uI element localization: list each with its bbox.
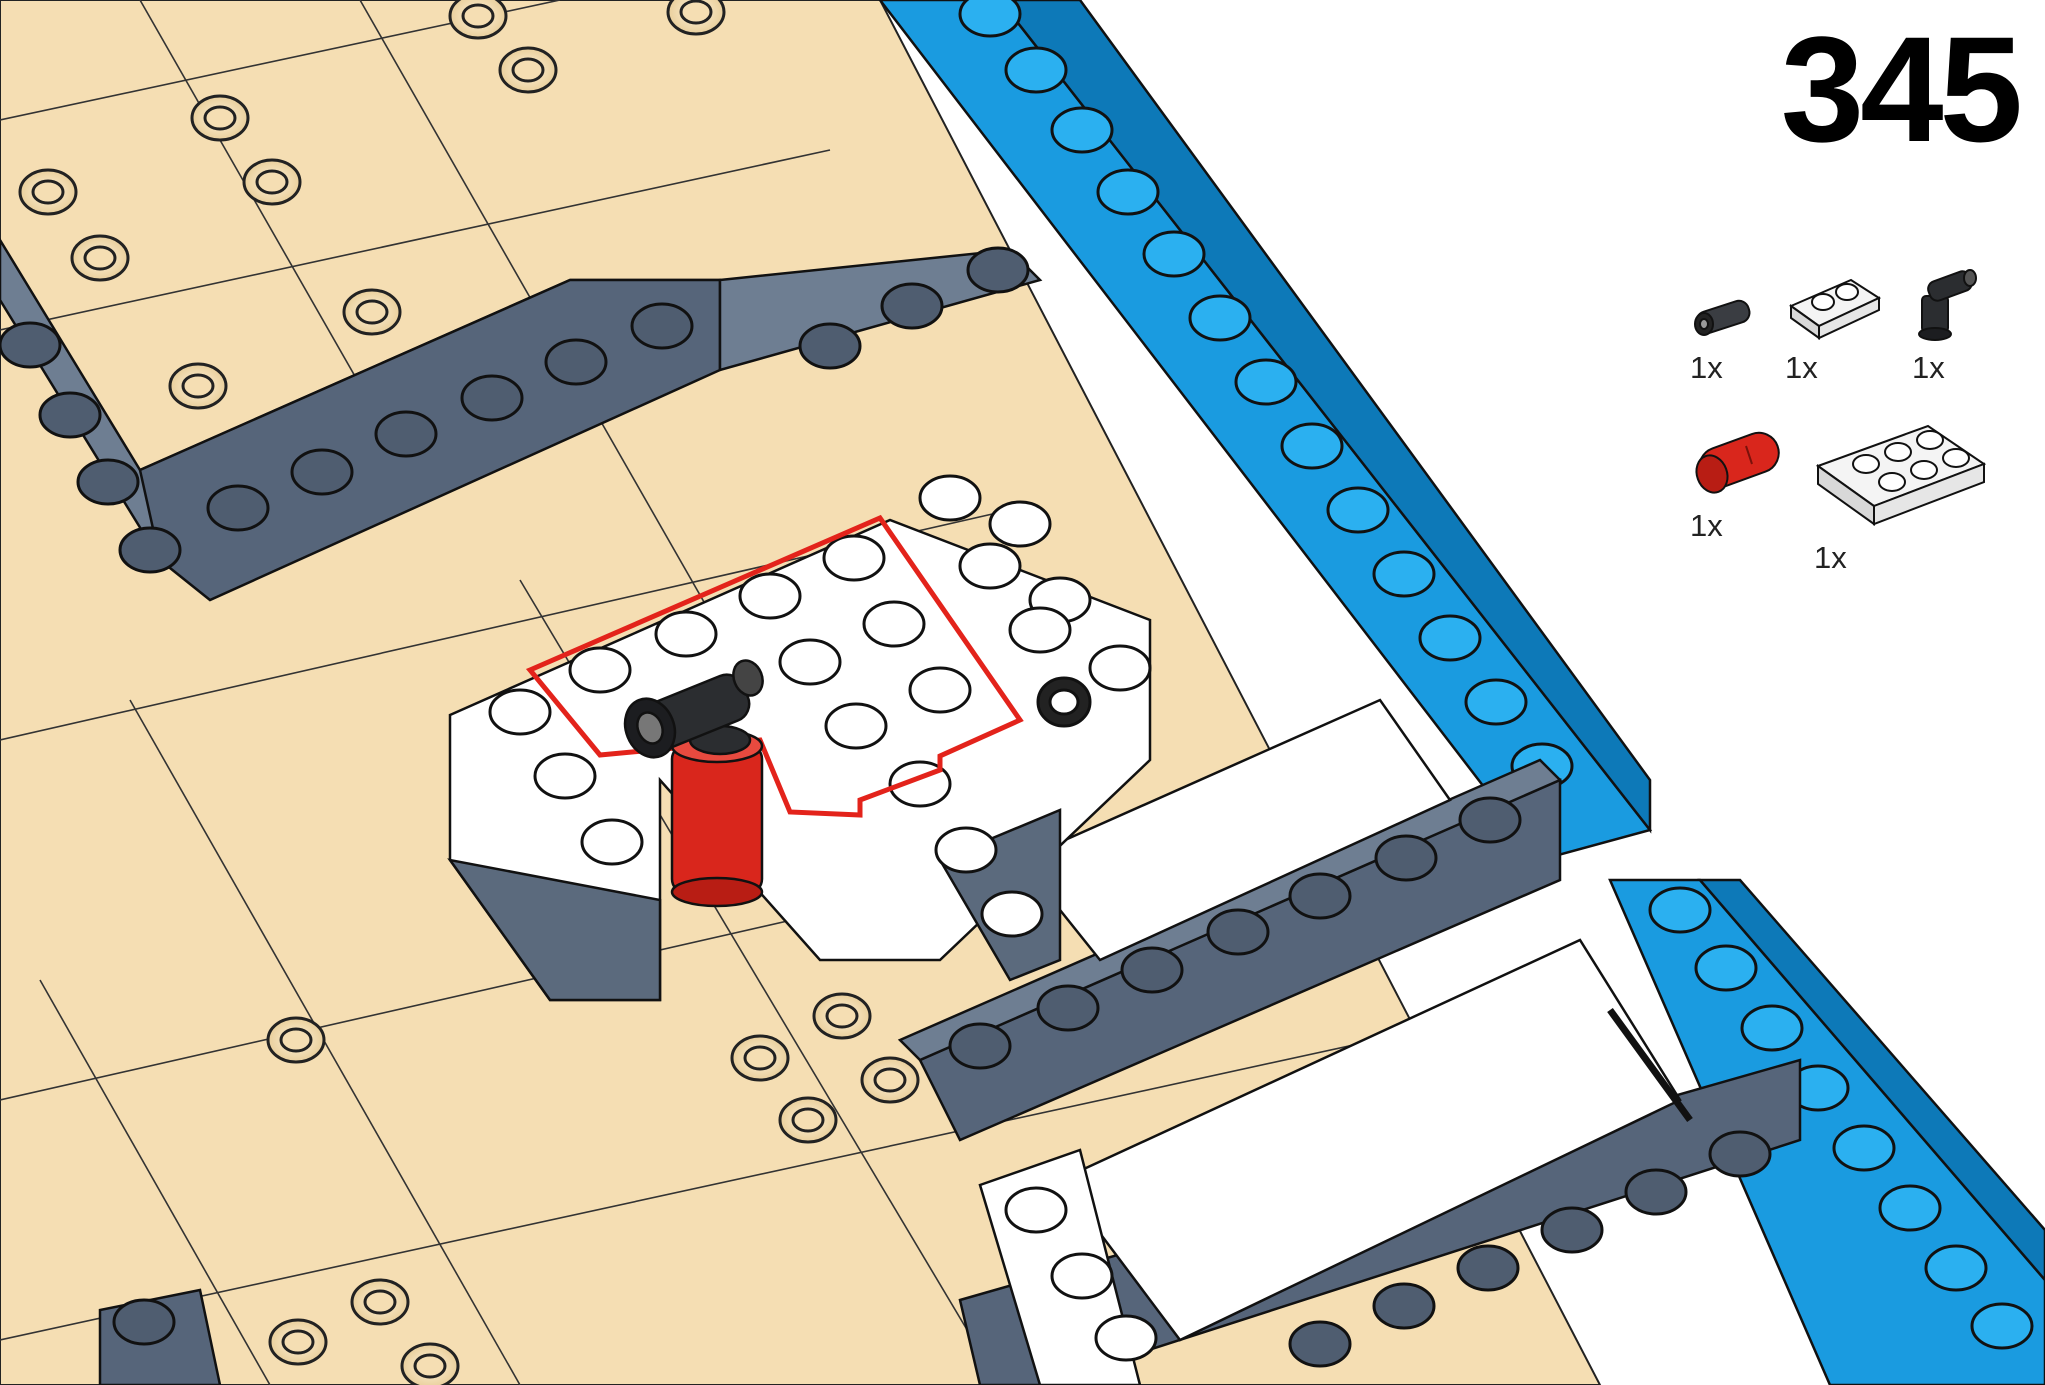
part-quantity: 1x bbox=[1912, 350, 1945, 386]
part-quantity: 1x bbox=[1814, 540, 1847, 576]
step-number: 345 bbox=[1781, 14, 2019, 164]
round-brick-icon bbox=[1690, 418, 1790, 500]
technic-pin-hole bbox=[1038, 678, 1090, 726]
red-round-brick bbox=[672, 730, 762, 906]
part-quantity: 1x bbox=[1690, 350, 1723, 386]
part-quantity: 1x bbox=[1785, 350, 1818, 386]
part-quantity: 1x bbox=[1690, 508, 1723, 544]
technic-pin-icon bbox=[1690, 292, 1760, 342]
plate-1x2-icon bbox=[1785, 272, 1885, 344]
hose-nozzle-icon bbox=[1910, 262, 1980, 342]
plate-2x3-icon bbox=[1810, 420, 1990, 536]
